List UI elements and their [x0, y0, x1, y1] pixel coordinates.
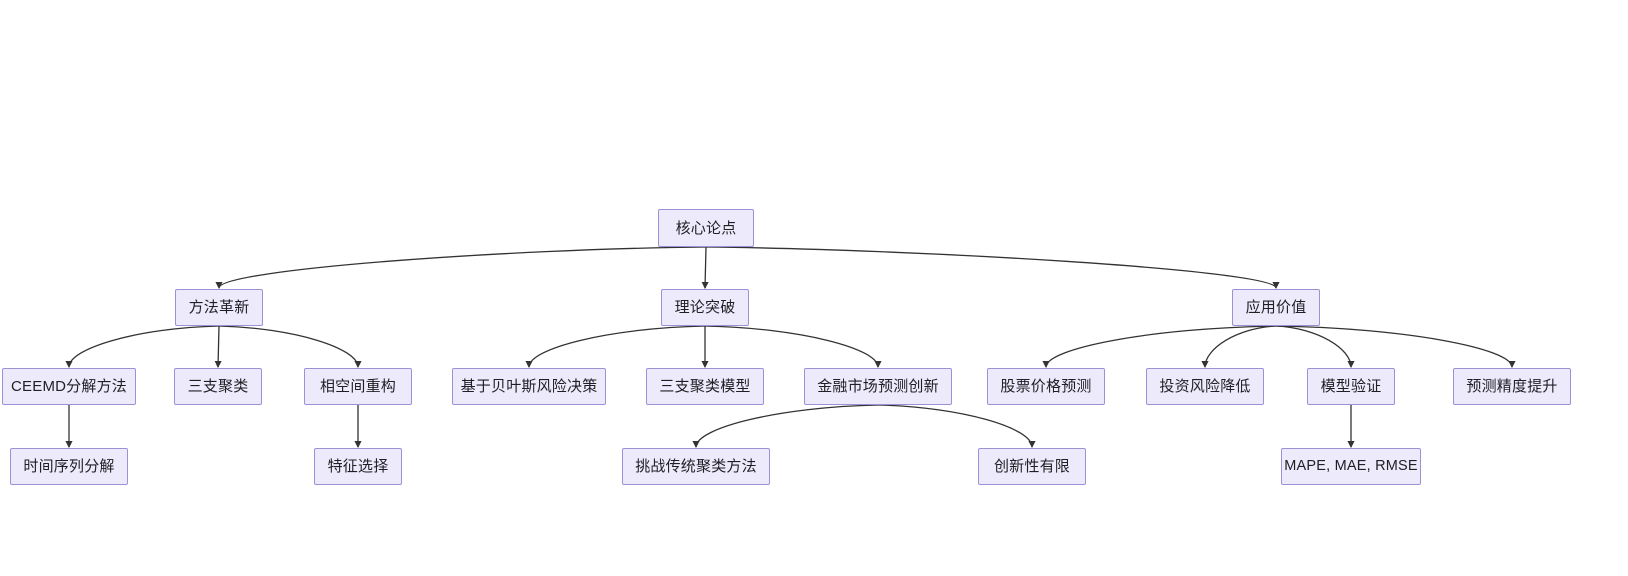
node-l2b[interactable]: 三支聚类: [174, 368, 262, 405]
node-l2e[interactable]: 三支聚类模型: [646, 368, 764, 405]
edge-l1c-to-l2j: [1275, 325, 1516, 369]
node-l2g[interactable]: 股票价格预测: [987, 368, 1105, 405]
edge-l1b-to-l2f: [704, 325, 882, 369]
edge-l1a-to-l2a: [65, 325, 220, 369]
node-l2i[interactable]: 模型验证: [1307, 368, 1395, 405]
node-l3e[interactable]: MAPE, MAE, RMSE: [1281, 448, 1421, 485]
node-l2h[interactable]: 投资风险降低: [1146, 368, 1264, 405]
node-l1a[interactable]: 方法革新: [175, 289, 263, 326]
node-l2a[interactable]: CEEMD分解方法: [2, 368, 136, 405]
node-l3d[interactable]: 创新性有限: [978, 448, 1086, 485]
node-root[interactable]: 核心论点: [658, 209, 754, 247]
edge-root-to-l1c: [705, 246, 1280, 290]
edge-l2f-to-l3c: [692, 404, 879, 449]
edge-l1c-to-l2g: [1042, 325, 1277, 369]
edge-root-to-l1b: [701, 246, 709, 290]
node-l1c[interactable]: 应用价值: [1232, 289, 1320, 326]
edge-l1c-to-l2i: [1275, 325, 1355, 369]
node-l1b[interactable]: 理论突破: [661, 289, 749, 326]
node-l2c[interactable]: 相空间重构: [304, 368, 412, 405]
node-l2d[interactable]: 基于贝叶斯风险决策: [452, 368, 606, 405]
edge-l1a-to-l2b: [214, 325, 222, 369]
edge-l1a-to-l2c: [218, 325, 362, 369]
node-l3c[interactable]: 挑战传统聚类方法: [622, 448, 770, 485]
edge-l1c-to-l2h: [1201, 325, 1277, 369]
node-l2f[interactable]: 金融市场预测创新: [804, 368, 952, 405]
node-l3a[interactable]: 时间序列分解: [10, 448, 128, 485]
node-l2j[interactable]: 预测精度提升: [1453, 368, 1571, 405]
edge-l1b-to-l2d: [525, 325, 706, 369]
edge-root-to-l1a: [215, 246, 707, 290]
node-l3b[interactable]: 特征选择: [314, 448, 402, 485]
edge-l2f-to-l3d: [877, 404, 1036, 449]
